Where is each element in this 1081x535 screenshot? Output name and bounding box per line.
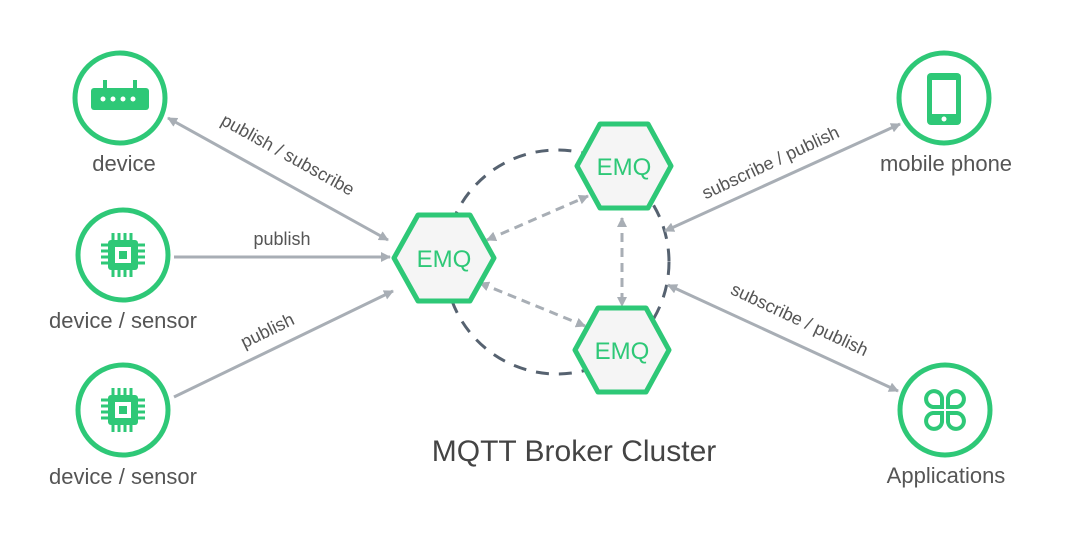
apps-icon: [924, 389, 966, 431]
node-apps: [897, 362, 993, 458]
broker-bottom: EMQ: [572, 305, 672, 395]
node-label-phone: mobile phone: [880, 151, 1012, 176]
edge-label-phone: subscribe / publish: [699, 122, 843, 203]
edge-phone: [664, 122, 901, 233]
node-sensor1: [75, 207, 171, 303]
node-phone: [896, 50, 992, 146]
edge-device: [167, 116, 389, 242]
edge-sensor2: [173, 289, 394, 399]
broker-bottom-label: EMQ: [595, 338, 650, 365]
node-device: [72, 50, 168, 146]
broker-top-label: EMQ: [597, 154, 652, 181]
node-label-device: device: [92, 151, 156, 176]
edge-label-apps: subscribe / publish: [728, 279, 872, 360]
router-icon: [91, 80, 149, 110]
edge-label-sensor2: publish: [237, 309, 297, 352]
edge-label-sensor1: publish: [253, 229, 310, 249]
link-main-top: [486, 194, 589, 242]
chip-icon: [101, 233, 145, 277]
chip-icon: [101, 388, 145, 432]
broker-top: EMQ: [574, 121, 674, 211]
node-label-sensor2: device / sensor: [49, 464, 197, 489]
node-label-apps: Applications: [887, 463, 1006, 488]
link-main-bottom: [479, 281, 586, 328]
cluster-title: MQTT Broker Cluster: [432, 435, 717, 468]
edge-apps: [667, 283, 899, 393]
node-sensor2: [75, 362, 171, 458]
broker-main-label: EMQ: [417, 246, 472, 273]
node-label-sensor1: device / sensor: [49, 308, 197, 333]
broker-main: EMQ: [391, 212, 497, 304]
phone-icon: [927, 73, 961, 125]
